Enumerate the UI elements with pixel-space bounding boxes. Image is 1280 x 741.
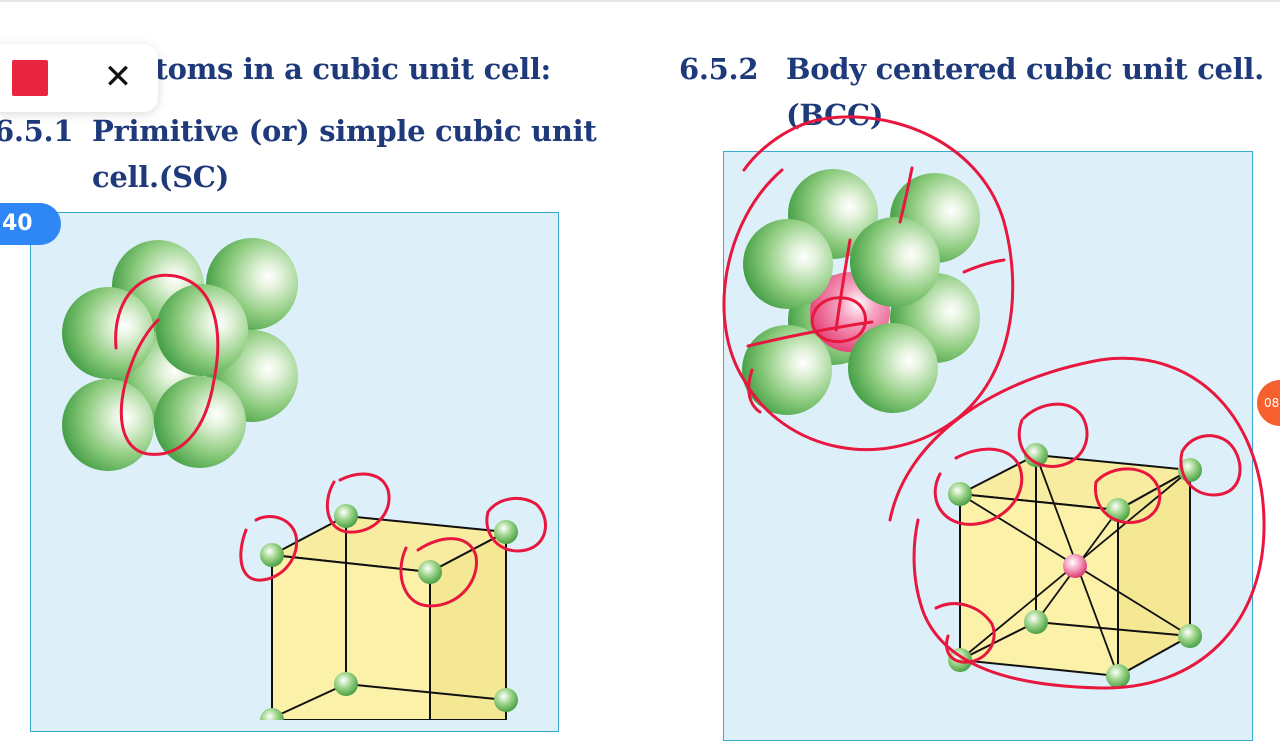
sc-cube-diagram — [260, 504, 518, 720]
section-title-sc-line2: cell.(SC) — [92, 160, 230, 194]
page-number-badge: 40 — [0, 203, 61, 245]
section-heading-atoms: atoms in a cubic unit cell: — [136, 52, 551, 86]
section-number-652: 6.5.2 — [679, 52, 759, 86]
stop-recording-button[interactable] — [12, 60, 48, 96]
bcc-cube-diagram — [948, 443, 1202, 688]
sc-packed-spheres — [62, 238, 298, 471]
section-title-sc-line1: Primitive (or) simple cubic unit — [92, 114, 597, 148]
pen-annotations — [114, 115, 1266, 690]
close-icon: ✕ — [103, 57, 133, 97]
recording-toolbar: ✕ — [0, 44, 158, 112]
close-toolbar-button[interactable]: ✕ — [98, 56, 138, 98]
bcc-packed-spheres — [742, 169, 980, 415]
unit-cell-illustrations — [62, 115, 1266, 720]
timer-badge[interactable]: 08 — [1257, 380, 1280, 426]
section-title-bcc-line1: Body centered cubic unit cell. — [786, 52, 1264, 86]
top-divider — [0, 0, 1280, 2]
section-number-651: 6.5.1 — [0, 114, 74, 148]
